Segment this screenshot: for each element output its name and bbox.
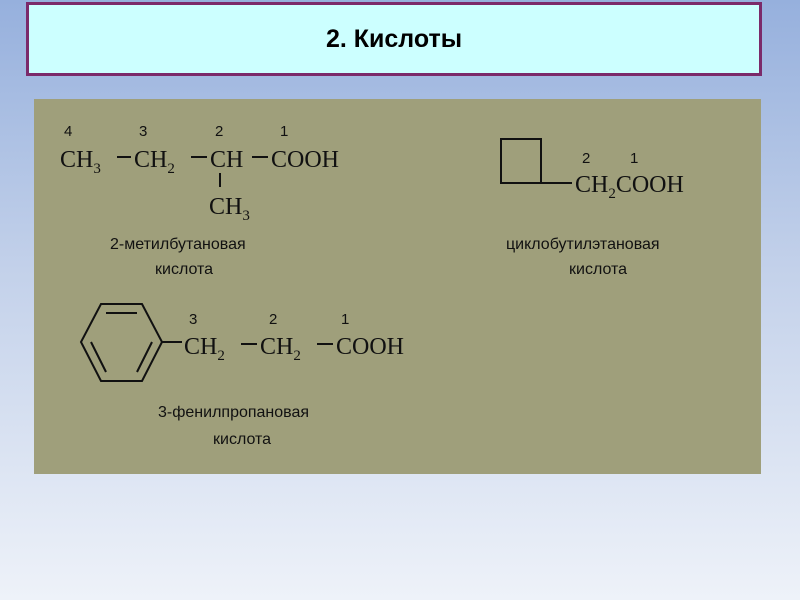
structures-diagram: 4 3 2 1 CH3 CH2 CH COOH CH3 2-метилбутан…	[60, 123, 684, 448]
group-ch3: CH3	[60, 147, 101, 177]
slide-title: 2. Кислоты	[325, 24, 463, 53]
title-box: 2. Кислоты	[26, 2, 762, 76]
carbon-number-3: 3	[139, 123, 147, 140]
carbon-number-1: 1	[341, 311, 349, 328]
carbon-number-4: 4	[64, 123, 72, 140]
compound-2-methylbutanoic-acid: 4 3 2 1 CH3 CH2 CH COOH CH3 2-метилбутан…	[60, 123, 339, 278]
group-branch-ch3: CH3	[209, 194, 250, 224]
structures-panel: 4 3 2 1 CH3 CH2 CH COOH CH3 2-метилбутан…	[34, 99, 761, 474]
name-line-1: 2-метилбутановая	[110, 236, 246, 253]
group-ch2cooh: CH2COOH	[575, 172, 684, 202]
carbon-number-2: 2	[269, 311, 277, 328]
name-line-1: циклобутилэтановая	[506, 236, 660, 253]
group-ch: CH	[210, 147, 243, 173]
group-cooh: COOH	[336, 334, 404, 360]
name-line-2: кислота	[155, 261, 213, 278]
carbon-number-1: 1	[280, 123, 288, 140]
carbon-number-3: 3	[189, 311, 197, 328]
compound-3-phenylpropanoic-acid: 3 2 1 CH2 CH2 COOH 3-фенилпропановая кис…	[79, 303, 404, 448]
carbon-number-2: 2	[582, 150, 590, 167]
benzene-double-bond-3	[90, 341, 107, 373]
benzene-double-bond-2	[136, 341, 153, 373]
group-ch2: CH2	[134, 147, 175, 177]
group-ch2-a: CH2	[184, 334, 225, 364]
name-line-1: 3-фенилпропановая	[158, 404, 309, 421]
name-line-2: кислота	[213, 431, 271, 448]
benzene-ring	[79, 303, 164, 382]
name-line-2: кислота	[569, 261, 627, 278]
compound-cyclobutylethanoic-acid: 2 1 CH2COOH циклобутилэтановая кислота	[500, 138, 684, 278]
group-ch2-b: CH2	[260, 334, 301, 364]
cyclobutane-ring	[500, 138, 542, 184]
carbon-number-2: 2	[215, 123, 223, 140]
group-cooh: COOH	[271, 147, 339, 173]
carbon-number-1: 1	[630, 150, 638, 167]
